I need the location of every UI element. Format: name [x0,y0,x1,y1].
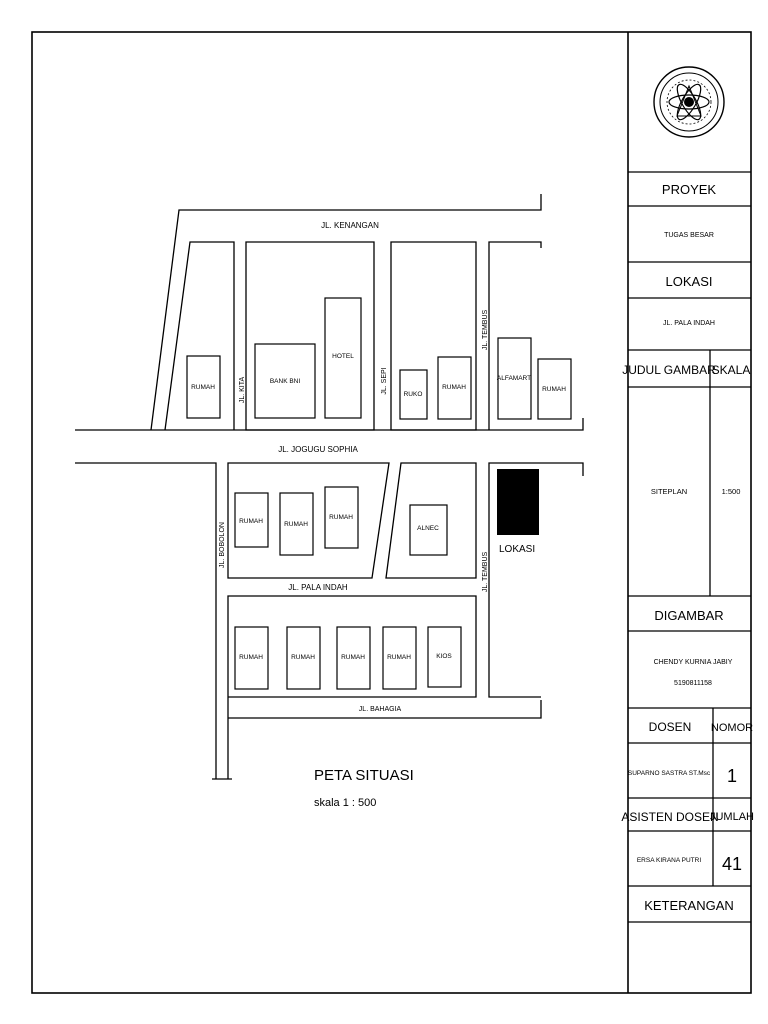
building-rumah-6 [324,486,359,549]
building-rumah-5 [279,492,314,556]
jumlah-value: 41 [722,854,742,874]
road-kenangan-edge [150,194,542,431]
label-bank-bni: BANK BNI [270,378,301,385]
judul-gambar-value: SITEPLAN [651,487,687,496]
label-jl-bahagia: JL. BAHAGIA [359,706,402,713]
digambar-label: DIGAMBAR [654,608,723,623]
label-jl-kita: JL. KITA [239,377,246,404]
building-alfamart [497,337,532,420]
building-rumah-10 [382,626,417,690]
building-hotel [324,297,362,419]
map-title: PETA SITUASI [314,767,414,784]
label-rumah-2: RUMAH [442,384,466,391]
building-rumah-7 [234,626,269,690]
label-jl-bobolon: JL. BOBOLON [219,522,226,568]
label-alnec: ALNEC [417,525,439,532]
skala-value: 1:500 [722,487,741,496]
label-hotel: HOTEL [332,353,354,360]
block-rumah-1 [164,241,235,431]
block-lokasi-edge [488,462,584,698]
label-rumah-7: RUMAH [239,654,263,661]
jumlah-label: JUMLAH [710,811,754,823]
label-jl-tembus-upper: JL. TEMBUS [482,310,489,351]
label-jl-sepi: JL. SEPI [381,367,388,394]
label-rumah-4: RUMAH [239,518,263,525]
building-rumah-2 [437,356,472,420]
judul-gambar-label: JUDUL GAMBAR [622,363,716,377]
building-ruko [399,369,428,420]
building-rumah-1 [186,355,221,419]
digambar-name: CHENDY KURNIA JABIY [654,659,733,666]
skala-label: SKALA [712,363,751,377]
lokasi-value: JL. PALA INDAH [663,320,715,327]
nomor-label: NOMOR [711,722,753,734]
building-kios [427,626,462,688]
sheet-frame [31,31,752,994]
asisten-dosen-value: ERSA KIRANA PUTRI [637,857,701,864]
label-rumah-6: RUMAH [329,514,353,521]
building-rumah-9 [336,626,371,690]
road-jogugu-bottom-edge [75,462,217,779]
lokasi-marker [497,469,539,535]
building-alnec [409,504,448,556]
label-jl-kenangan: JL. KENANGAN [321,221,379,230]
label-jl-tembus-lower: JL. TEMBUS [482,552,489,593]
block-bottom [227,595,477,779]
block-alfamart [488,241,542,430]
label-rumah-1: RUMAH [191,384,215,391]
label-rumah-3: RUMAH [542,386,566,393]
dosen-label: DOSEN [649,720,692,734]
label-lokasi: LOKASI [499,544,535,555]
keterangan-label: KETERANGAN [644,898,734,913]
building-bank-bni [254,343,316,419]
asisten-dosen-label: ASISTEN DOSEN [621,810,718,824]
proyek-label: PROYEK [662,182,717,197]
site-map [75,194,584,780]
road-jogugu-top-edge [75,418,584,431]
proyek-value: TUGAS BESAR [664,232,714,239]
map-scale: skala 1 : 500 [314,797,376,809]
block-middle-rumah [227,462,390,579]
building-rumah-4 [234,492,269,548]
dosen-value: SUPARNO SASTRA ST.Msc [628,770,711,777]
title-block-grid [628,171,751,923]
lokasi-label: LOKASI [666,274,713,289]
label-alfamart: ALFAMART [497,375,531,382]
road-bahagia-edge [228,700,542,719]
label-rumah-5: RUMAH [284,521,308,528]
label-rumah-9: RUMAH [341,654,365,661]
label-jl-jogugu-sophia: JL. JOGUGU SOPHIA [278,445,358,454]
label-jl-pala-indah: JL. PALA INDAH [288,583,348,592]
building-rumah-8 [286,626,321,690]
building-rumah-3 [537,358,572,420]
label-ruko: RUKO [404,391,423,398]
block-alnec [385,462,477,579]
label-rumah-10: RUMAH [387,654,411,661]
label-kios: KIOS [436,653,452,660]
label-rumah-8: RUMAH [291,654,315,661]
digambar-nim: 5190811158 [674,680,712,687]
nomor-value: 1 [727,766,737,786]
university-seal-logo [653,66,725,138]
